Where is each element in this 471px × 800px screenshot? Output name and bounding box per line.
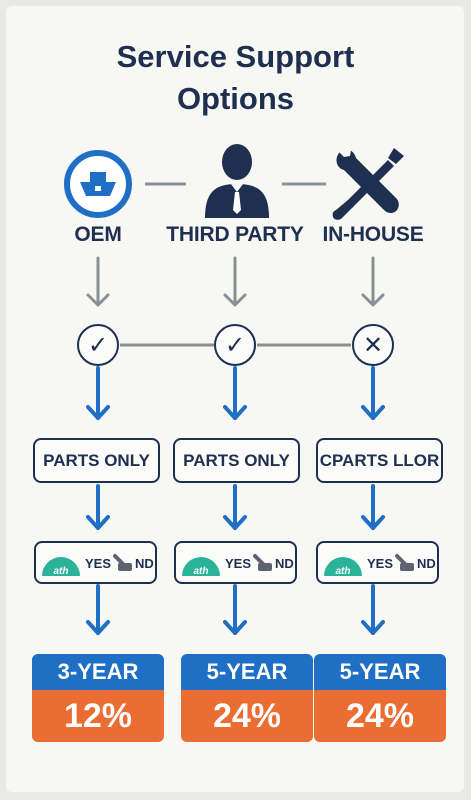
- stat-card-third-party: 5-YEAR 24%: [181, 654, 313, 742]
- yes-no-toggle-third-party[interactable]: ath YES ND: [174, 541, 297, 584]
- parts-label: PARTS ONLY: [183, 450, 290, 470]
- check-icon: ✓: [77, 324, 119, 366]
- stat-card-in-house: 5-YEAR 24%: [314, 654, 446, 742]
- term-label: 5-YEAR: [314, 654, 446, 690]
- parts-box-oem: PARTS ONLY: [33, 438, 160, 483]
- parts-label: PARTS ONLY: [43, 450, 150, 470]
- yes-label: YES: [225, 556, 252, 571]
- yes-no-toggle-oem[interactable]: ath YES ND: [34, 541, 157, 584]
- no-label: ND: [417, 556, 436, 571]
- ship-badge-icon: [64, 150, 132, 218]
- percent-value: 24%: [181, 690, 313, 742]
- gauge-icon: ath: [182, 557, 220, 577]
- percent-value: 24%: [314, 690, 446, 742]
- diagram-title: Service Support Options: [0, 36, 471, 120]
- yes-label: YES: [367, 556, 394, 571]
- gauge-text: ath: [54, 566, 69, 577]
- parts-box-in-house: CPARTS LLOR: [316, 438, 443, 483]
- check-icon: ✓: [214, 324, 256, 366]
- column-label-oem: OEM: [74, 223, 122, 246]
- switch-lever-icon: [395, 554, 414, 571]
- parts-label: CPARTS LLOR: [319, 450, 440, 470]
- yes-no-toggle-in-house[interactable]: ath YES ND: [316, 541, 439, 584]
- column-label-in-house: IN-HOUSE: [322, 223, 424, 246]
- gauge-text: ath: [194, 566, 209, 577]
- term-label: 5-YEAR: [181, 654, 313, 690]
- term-label: 3-YEAR: [32, 654, 164, 690]
- gauge-icon: ath: [42, 557, 80, 577]
- percent-value: 12%: [32, 690, 164, 742]
- switch-lever-icon: [113, 554, 132, 571]
- yes-label: YES: [85, 556, 112, 571]
- title-line-2: Options: [176, 81, 295, 116]
- gauge-text: ath: [336, 566, 351, 577]
- no-label: ND: [275, 556, 294, 571]
- gauge-icon: ath: [324, 557, 362, 577]
- no-label: ND: [135, 556, 154, 571]
- switch-lever-icon: [253, 554, 272, 571]
- stat-card-oem: 3-YEAR 12%: [32, 654, 164, 742]
- cross-icon: ✕: [352, 324, 394, 366]
- title-line-1: Service Support: [116, 39, 355, 74]
- person-icon: [205, 144, 269, 218]
- column-label-third-party: THIRD PARTY: [166, 223, 304, 246]
- wrench-screwdriver-icon: [332, 144, 404, 220]
- parts-box-third-party: PARTS ONLY: [173, 438, 300, 483]
